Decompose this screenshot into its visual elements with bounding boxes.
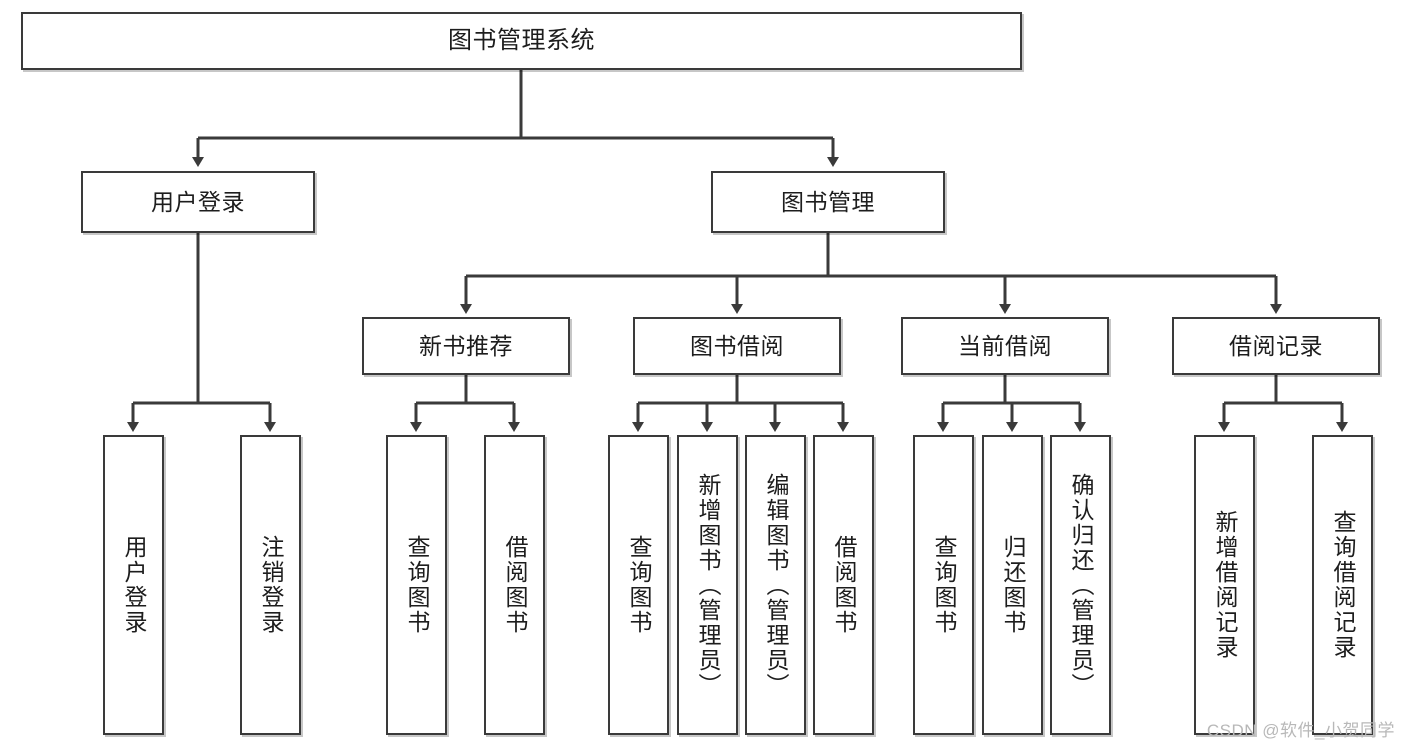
connector-group-user-login [127, 233, 276, 432]
leaf-confirm-return-admin-label: 确认归还（管理员） [1068, 472, 1094, 698]
leaf-add-book-admin[interactable]: 新增图书（管理员） [677, 435, 738, 735]
leaf-query-book-recommend[interactable]: 查询图书 [386, 435, 447, 735]
node-user-login-label: 用户登录 [151, 188, 245, 215]
connector-group-book-manage [460, 233, 1282, 314]
leaf-return-book-label: 归还图书 [1000, 535, 1026, 635]
leaf-query-book-recommend-label: 查询图书 [404, 535, 430, 635]
leaf-borrow-book-recommend[interactable]: 借阅图书 [484, 435, 545, 735]
node-current-borrow-label: 当前借阅 [958, 332, 1052, 359]
node-new-book-recommend[interactable]: 新书推荐 [362, 317, 570, 375]
leaf-return-book[interactable]: 归还图书 [982, 435, 1043, 735]
connector-group-new-book [410, 375, 520, 432]
connector-group-borrow [632, 375, 849, 432]
node-book-management[interactable]: 图书管理 [711, 171, 945, 233]
leaf-add-borrow-record[interactable]: 新增借阅记录 [1194, 435, 1255, 735]
leaf-query-book-current[interactable]: 查询图书 [913, 435, 974, 735]
leaf-borrow-book-recommend-label: 借阅图书 [502, 535, 528, 635]
leaf-query-borrow-record-label: 查询借阅记录 [1330, 510, 1356, 660]
leaf-logout-login-label: 注销登录 [258, 535, 284, 635]
leaf-query-book-current-label: 查询图书 [931, 535, 957, 635]
leaf-user-login[interactable]: 用户登录 [103, 435, 164, 735]
csdn-watermark: CSDN @软件_小贺同学 [1206, 721, 1395, 740]
leaf-borrow-book-label: 借阅图书 [831, 535, 857, 635]
leaf-query-borrow-record[interactable]: 查询借阅记录 [1312, 435, 1373, 735]
leaf-edit-book-admin[interactable]: 编辑图书（管理员） [745, 435, 806, 735]
node-root-label: 图书管理系统 [448, 27, 595, 55]
leaf-edit-book-admin-label: 编辑图书（管理员） [763, 472, 789, 698]
node-book-borrow[interactable]: 图书借阅 [633, 317, 841, 375]
connector-group-borrow-record [1218, 375, 1348, 432]
leaf-add-borrow-record-label: 新增借阅记录 [1212, 510, 1238, 660]
leaf-add-book-admin-label: 新增图书（管理员） [695, 472, 721, 698]
node-book-management-label: 图书管理 [781, 188, 875, 215]
leaf-query-book-borrow-label: 查询图书 [626, 535, 652, 635]
node-borrow-record[interactable]: 借阅记录 [1172, 317, 1380, 375]
node-root[interactable]: 图书管理系统 [21, 12, 1022, 70]
node-new-book-recommend-label: 新书推荐 [419, 332, 513, 359]
node-borrow-record-label: 借阅记录 [1229, 332, 1323, 359]
node-current-borrow[interactable]: 当前借阅 [901, 317, 1109, 375]
leaf-logout-login[interactable]: 注销登录 [240, 435, 301, 735]
leaf-borrow-book[interactable]: 借阅图书 [813, 435, 874, 735]
connector-group-root [192, 70, 839, 167]
node-user-login[interactable]: 用户登录 [81, 171, 315, 233]
leaf-query-book-borrow[interactable]: 查询图书 [608, 435, 669, 735]
node-book-borrow-label: 图书借阅 [690, 332, 784, 359]
leaf-user-login-label: 用户登录 [121, 535, 147, 635]
leaf-confirm-return-admin[interactable]: 确认归还（管理员） [1050, 435, 1111, 735]
connector-group-current-borrow [937, 375, 1086, 432]
